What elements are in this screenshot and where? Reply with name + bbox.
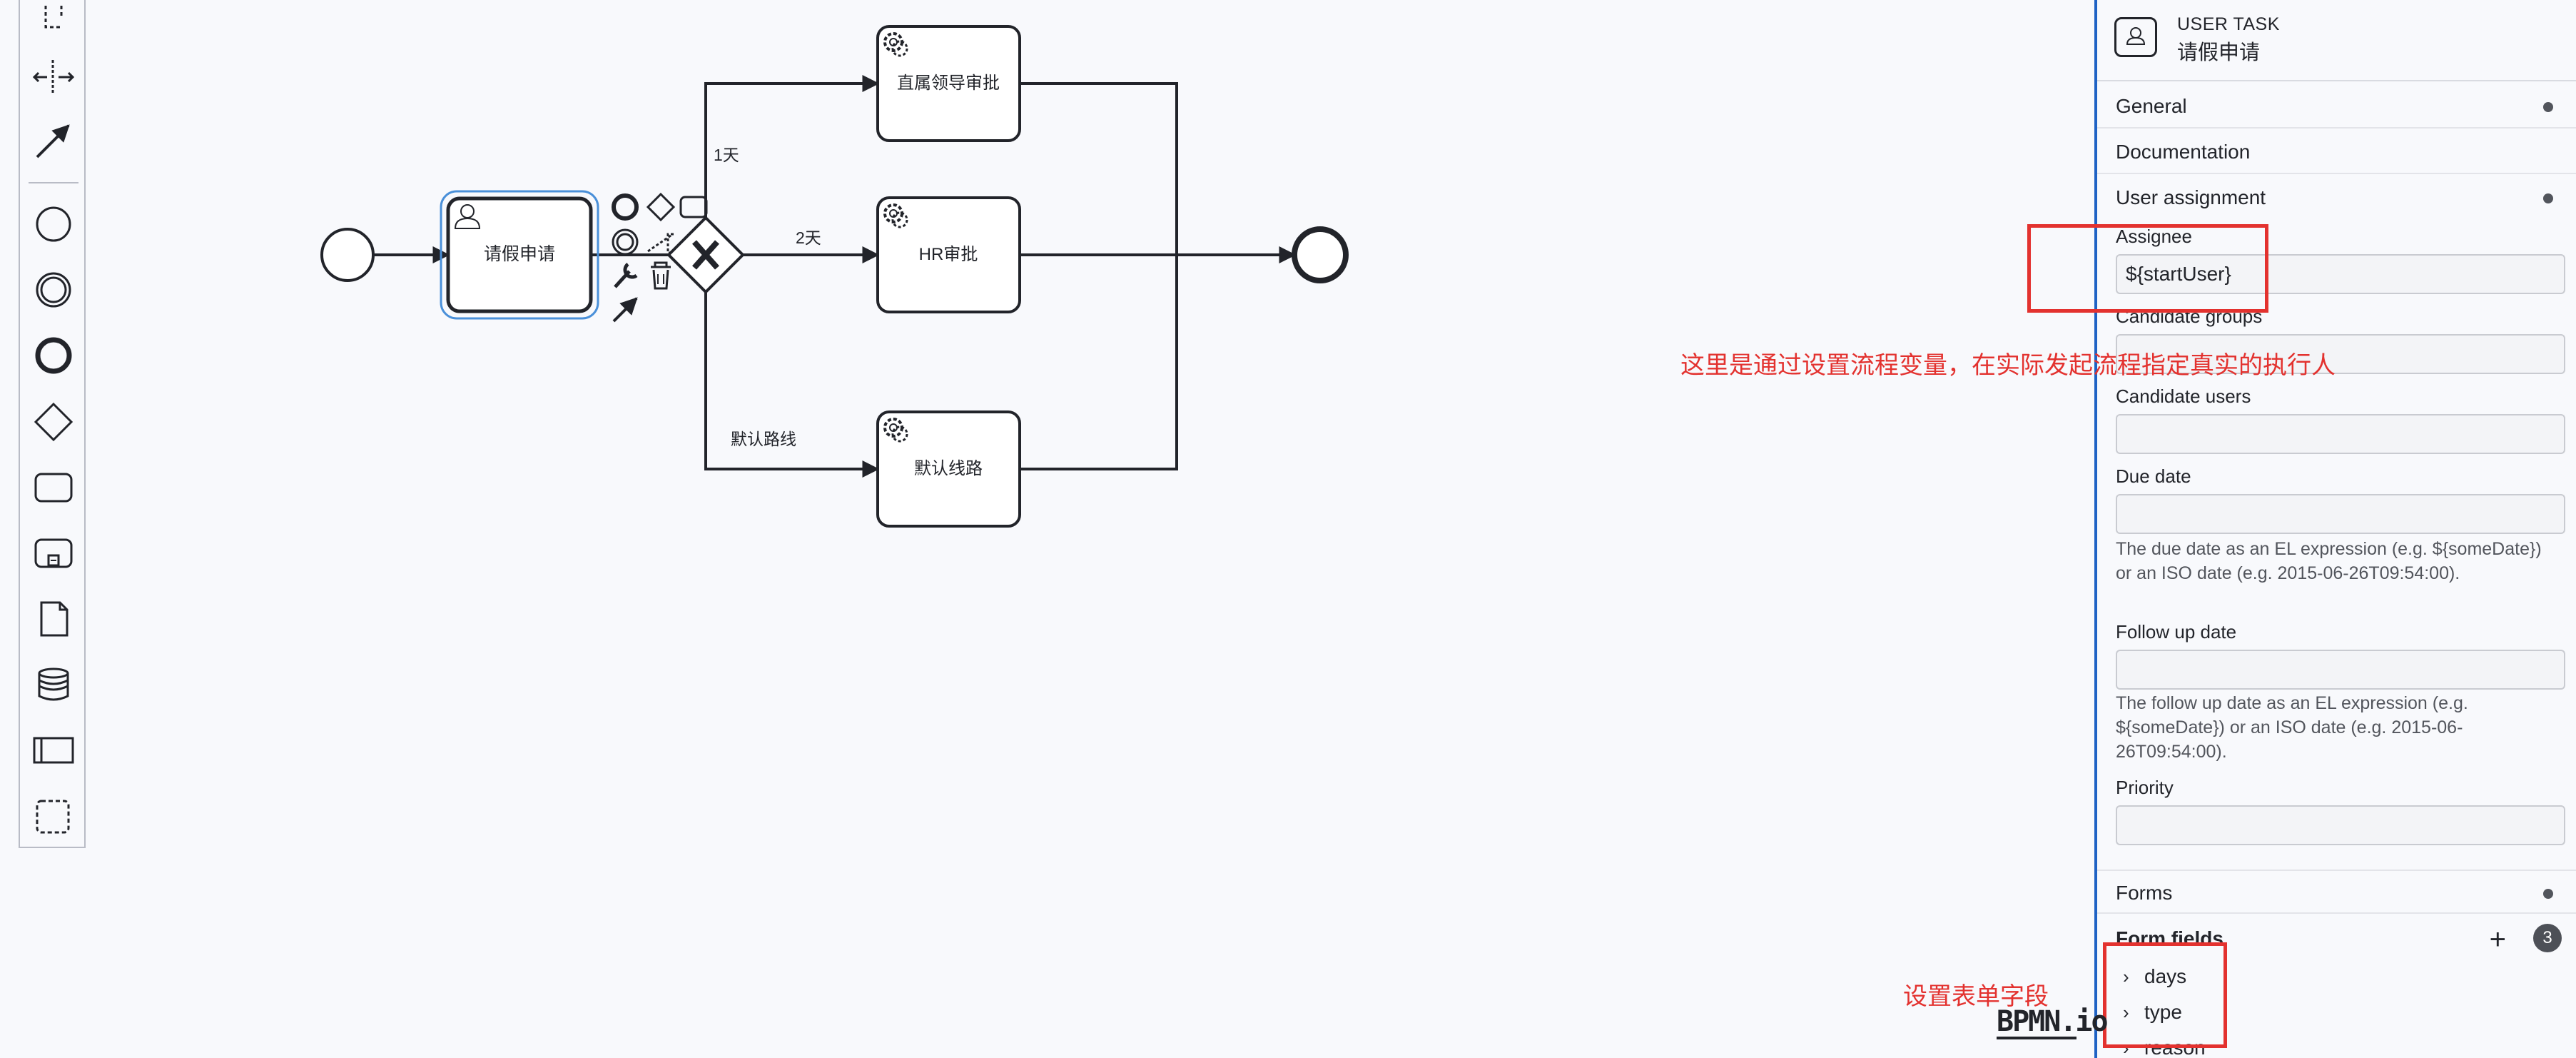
- task-leave-request[interactable]: [446, 196, 593, 313]
- start-event-icon[interactable]: [320, 228, 375, 282]
- form-field-item-label: type: [2144, 1001, 2182, 1023]
- trash-icon[interactable]: [651, 261, 671, 290]
- element-type: USER TASK: [2177, 14, 2280, 34]
- flow-gateway-to-default[interactable]: [704, 293, 880, 478]
- create-end-event-icon[interactable]: [35, 337, 72, 374]
- service-task-icon: [883, 418, 908, 443]
- space-tool-icon[interactable]: [32, 60, 75, 94]
- candidate-groups-input[interactable]: [2116, 334, 2565, 374]
- group-forms[interactable]: Forms: [2097, 870, 2576, 914]
- group-general[interactable]: General: [2097, 84, 2576, 129]
- flow-leader-to-merge[interactable]: [1020, 82, 1178, 255]
- service-task-icon: [883, 203, 908, 228]
- group-user-assignment[interactable]: User assignment: [2097, 176, 2576, 220]
- task-direct-leader-label: 直属领导审批: [897, 74, 1000, 93]
- connect-arrow-icon[interactable]: [612, 297, 638, 323]
- assignee-input[interactable]: ${startUser}: [2116, 254, 2565, 294]
- task-leave-request-label: 请假申请: [484, 244, 555, 264]
- wrench-icon[interactable]: [614, 263, 638, 288]
- create-intermediate-event-icon[interactable]: [36, 272, 71, 308]
- group-general-label: General: [2116, 95, 2187, 117]
- sequence-flows: [372, 75, 1297, 478]
- data-marker-dot: [2543, 193, 2553, 203]
- create-subprocess-icon[interactable]: [34, 538, 73, 568]
- create-task-icon[interactable]: [34, 473, 73, 503]
- end-event-icon[interactable]: [1292, 226, 1349, 283]
- form-fields-highlight-box: [2103, 942, 2227, 1048]
- group-user-assignment-label: User assignment: [2116, 186, 2266, 208]
- connect-tool-icon[interactable]: [36, 124, 70, 158]
- task-default-route[interactable]: [876, 410, 1021, 528]
- task-selection-outline: [440, 190, 599, 320]
- create-data-store-icon[interactable]: [38, 667, 69, 701]
- task-hr-label: HR审批: [919, 245, 978, 264]
- append-gateway-icon[interactable]: [646, 192, 676, 222]
- user-task-icon: [454, 204, 481, 229]
- flow-default-to-merge[interactable]: [1020, 255, 1178, 470]
- user-task-icon: [2114, 17, 2157, 57]
- flow-label-one-day: 1天: [714, 146, 739, 164]
- append-task-icon[interactable]: [679, 196, 708, 218]
- form-fields-annotation: 设置表单字段: [1903, 983, 2049, 1010]
- create-gateway-icon[interactable]: [34, 402, 73, 442]
- follow-up-date-label: Follow up date: [2116, 621, 2237, 643]
- palette-icons: [29, 6, 78, 834]
- group-documentation-label: Documentation: [2116, 141, 2251, 163]
- task-hr[interactable]: [876, 196, 1021, 313]
- form-field-item-label: days: [2144, 965, 2187, 987]
- candidate-users-label: Candidate users: [2116, 386, 2251, 407]
- follow-up-date-description: The follow up date as an EL expression (…: [2116, 693, 2468, 762]
- create-pool-icon[interactable]: [33, 737, 74, 764]
- group-documentation[interactable]: Documentation: [2097, 130, 2576, 174]
- priority-input[interactable]: [2116, 805, 2565, 845]
- create-data-object-icon[interactable]: [40, 601, 69, 637]
- add-form-field-button[interactable]: +: [2489, 924, 2506, 955]
- context-pad[interactable]: [612, 192, 708, 323]
- logo-underline: [1997, 1037, 2076, 1039]
- create-start-event-icon[interactable]: [36, 206, 71, 242]
- chevron-right-icon: ›: [2123, 966, 2129, 987]
- task-default-route-label: 默认线路: [914, 459, 983, 478]
- create-group-icon[interactable]: [36, 800, 70, 834]
- priority-label: Priority: [2116, 777, 2174, 798]
- assignee-label: Assignee: [2116, 226, 2192, 247]
- flow-label-default-path: 默认路线: [731, 430, 796, 448]
- flow-label-two-days: 2天: [796, 228, 821, 247]
- due-date-input[interactable]: [2116, 494, 2565, 534]
- chevron-right-icon: ›: [2123, 1002, 2129, 1023]
- form-field-item[interactable]: › days: [2123, 965, 2186, 988]
- append-intermediate-event-icon[interactable]: [612, 228, 639, 256]
- bpmn-io-logo[interactable]: BPMN.io: [1997, 1005, 2109, 1038]
- candidate-users-input[interactable]: [2116, 414, 2565, 454]
- assignee-annotation: 这里是通过设置流程变量，在实际发起流程指定真实的执行人: [1680, 352, 2336, 379]
- due-date-label: Due date: [2116, 465, 2191, 487]
- flow-gateway-to-leader[interactable]: [704, 75, 880, 218]
- service-task-icon: [883, 32, 908, 57]
- exclusive-gateway-icon[interactable]: [666, 216, 745, 294]
- lasso-tool-icon[interactable]: [44, 6, 63, 29]
- assignee-highlight-box: [2027, 224, 2268, 313]
- form-field-item[interactable]: › type: [2123, 1001, 2182, 1024]
- append-end-event-icon[interactable]: [612, 193, 639, 221]
- group-forms-label: Forms: [2116, 882, 2173, 904]
- element-name: 请假申请: [2177, 41, 2261, 64]
- data-marker-dot: [2543, 102, 2553, 112]
- append-text-annotation-icon[interactable]: [647, 233, 674, 254]
- data-marker-dot: [2543, 889, 2553, 899]
- form-field-count-badge: 3: [2533, 924, 2562, 952]
- tool-palette: [19, 0, 86, 848]
- properties-panel: USER TASK 请假申请 General Documentation Use…: [2094, 0, 2576, 1058]
- panel-header: USER TASK 请假申请: [2097, 0, 2576, 81]
- task-direct-leader[interactable]: [876, 25, 1021, 142]
- follow-up-date-input[interactable]: [2116, 650, 2565, 690]
- due-date-description: The due date as an EL expression (e.g. $…: [2116, 539, 2542, 583]
